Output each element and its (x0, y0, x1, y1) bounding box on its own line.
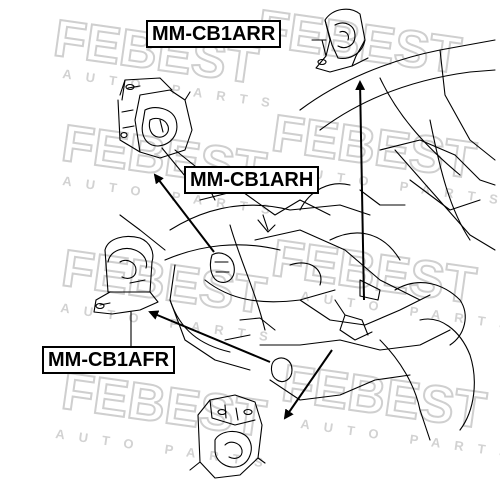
engine-mount-afr (93, 235, 159, 315)
engine-mount-arr (315, 8, 369, 73)
part-label-arh: MM-CB1ARH (184, 166, 320, 194)
part-label-arr: MM-CB1ARR (146, 20, 282, 48)
arrow-arr (355, 80, 366, 301)
vehicle-frame (119, 39, 496, 441)
leader-line-arh (161, 147, 186, 177)
engine-mount-bottom (189, 394, 266, 479)
arrow-bottom (283, 349, 333, 420)
arrow-afr (148, 310, 271, 363)
part-label-afr: MM-CB1AFR (42, 346, 176, 374)
engine-mount-arh (117, 77, 193, 159)
arrow-arh (153, 173, 215, 253)
